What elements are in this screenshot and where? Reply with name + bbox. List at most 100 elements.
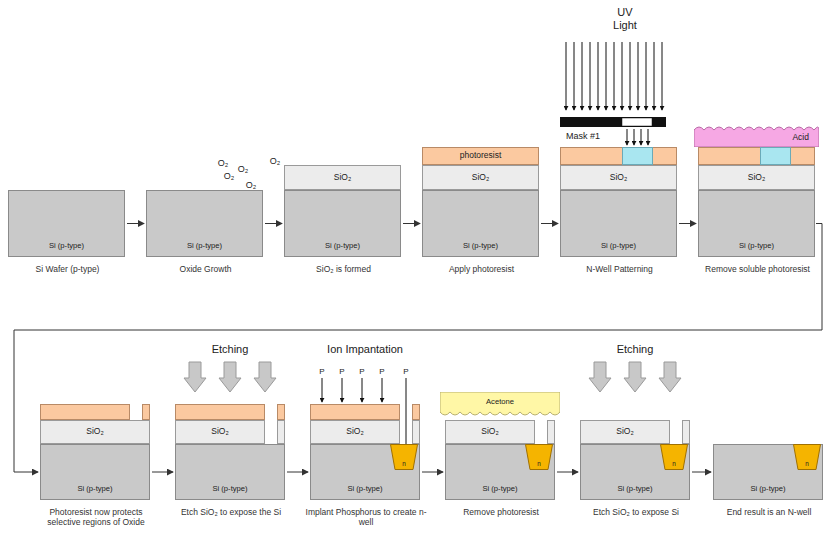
step-label: Ion Impantation [310, 343, 420, 356]
flow-arrow [679, 223, 696, 224]
gas-label: O₂ [216, 158, 230, 168]
substrate-layer: Si (p-type)Oxide Growth [146, 190, 263, 257]
acetone-bath: Acetone [440, 392, 560, 418]
flow-arrow [403, 223, 420, 224]
flow-arrow [557, 472, 578, 473]
flow-arrow [265, 223, 282, 224]
step-label: Etching [600, 343, 670, 356]
flow-arrow [692, 472, 711, 473]
layer-label: Si (p-type) [446, 485, 554, 493]
ion-label: P [357, 367, 367, 376]
layer-label: Si (p-type) [311, 485, 419, 493]
substrate-layer: Si (p-type)End result is an N-welln [713, 444, 823, 500]
step-caption: SiO₂ is formed [277, 264, 410, 274]
gas-label: O₂ [222, 171, 236, 181]
substrate-layer: Si (p-type)Remove photoresistn [445, 444, 555, 500]
layer-label: Si (p-type) [423, 242, 538, 250]
layer-label: Si (p-type) [581, 485, 689, 493]
oxide-layer: SiO₂ [560, 165, 677, 190]
substrate-layer: Si (p-type)Implant Phosphorus to create … [310, 444, 420, 500]
oxide-layer: SiO₂ [422, 165, 539, 190]
flow-arrow [541, 223, 558, 224]
step-caption: End result is an N-well [706, 507, 829, 517]
layer-label: SiO₂ [610, 173, 627, 182]
uv-rays [566, 42, 662, 110]
flow-arrow [127, 223, 144, 224]
step-caption: N-Well Patterning [553, 264, 686, 274]
photoresist-layer: photoresist [422, 147, 539, 165]
exposed-resist [623, 148, 791, 165]
layer-label: n [793, 461, 821, 468]
substrate-layer: Si (p-type)Etch SiO₂ to expose Sin [580, 444, 690, 500]
oxide-layer: SiO₂ [175, 420, 265, 444]
layer-label: SiO₂ [86, 427, 103, 436]
substrate-layer: Si (p-type)Photoresist now protects sele… [40, 444, 150, 500]
exposure-rays [627, 129, 648, 145]
light-label: UV Light [608, 6, 642, 31]
flow-arrow [152, 472, 173, 473]
ion-label: P [317, 367, 327, 376]
layer-label: SiO₂ [481, 427, 498, 436]
layer-label: Si (p-type) [714, 485, 822, 493]
ion-label: P [401, 367, 411, 376]
step-label: Etching [195, 343, 265, 356]
step-caption: Oxide Growth [139, 264, 272, 274]
n-well-region: n [793, 444, 821, 470]
photoresist-layers [41, 148, 815, 420]
step-caption: Remove soluble photoresist [691, 264, 824, 274]
layer-label: SiO₂ [748, 173, 765, 182]
flow-arrow [422, 472, 443, 473]
flow-arrow [14, 224, 822, 473]
layer-label: n [525, 461, 553, 468]
flow-arrow [287, 472, 308, 473]
substrate-layer: Si (p-type)SiO₂ is formed [284, 190, 401, 257]
step-caption: Etch SiO₂ to expose Si [573, 507, 699, 517]
layer-label: Si (p-type) [561, 242, 676, 250]
layer-label: SiO₂ [334, 173, 351, 182]
layer-label: SiO₂ [346, 427, 363, 436]
oxide-layer: SiO₂ [284, 165, 401, 190]
layer-label: photoresist [460, 151, 502, 160]
step-caption: Implant Phosphorus to create n-well [303, 507, 429, 527]
layer-label: Si (p-type) [9, 242, 124, 250]
layer-label: n [390, 461, 418, 468]
mask-bar [560, 117, 666, 127]
oxide-layer: SiO₂ [698, 165, 815, 190]
oxide-layer: SiO₂ [40, 420, 150, 444]
layer-label: n [660, 461, 688, 468]
oxide-layer: SiO₂ [310, 420, 400, 444]
substrate-layer: Si (p-type)Apply photoresist [422, 190, 539, 257]
step-caption: Apply photoresist [415, 264, 548, 274]
oxide-layer: SiO₂ [445, 420, 535, 444]
oxide-slivers [278, 421, 690, 444]
substrate-layer: Si (p-type)Remove soluble photoresist [698, 190, 815, 257]
acid-bath: Acid [694, 124, 819, 147]
etching-arrows [184, 362, 681, 392]
n-well-region: n [660, 444, 688, 470]
step-caption: Photoresist now protects selective regio… [33, 507, 159, 527]
layer-label: SiO₂ [211, 427, 228, 436]
gas-label: O₂ [236, 164, 250, 174]
layer-label: Acid [792, 133, 809, 142]
ion-label: P [377, 367, 387, 376]
layer-label: Si (p-type) [147, 242, 262, 250]
layer-label: SiO₂ [616, 427, 633, 436]
step-caption: Si Wafer (p-type) [1, 264, 134, 274]
substrate-layer: Si (p-type)N-Well Patterning [560, 190, 677, 257]
layer-label: Acetone [440, 398, 560, 406]
gas-label: O₂ [244, 180, 258, 190]
layer-label: Si (p-type) [41, 485, 149, 493]
mask-label: Mask #1 [561, 131, 605, 141]
step-caption: Remove photoresist [438, 507, 564, 517]
substrate-layer: Si (p-type)Etch SiO₂ to expose the Si [175, 444, 285, 500]
layer-label: Si (p-type) [699, 242, 814, 250]
gas-label: O₂ [268, 156, 282, 166]
step-caption: Etch SiO₂ to expose the Si [168, 507, 294, 517]
ion-label: P [337, 367, 347, 376]
layer-label: Si (p-type) [285, 242, 400, 250]
n-well-region: n [525, 444, 553, 470]
n-well-region: n [390, 444, 418, 470]
oxide-layer: SiO₂ [580, 420, 670, 444]
substrate-layer: Si (p-type)Si Wafer (p-type) [8, 190, 125, 257]
